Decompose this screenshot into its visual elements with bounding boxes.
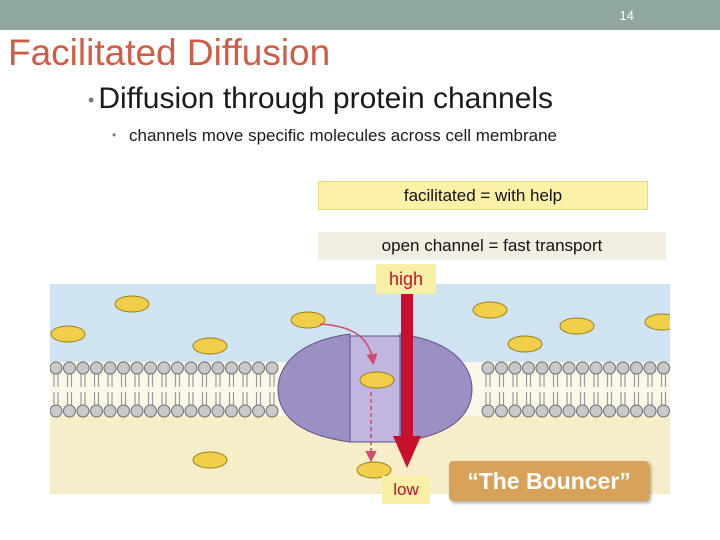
lipid-head — [158, 362, 170, 374]
lipid-head — [185, 362, 197, 374]
lipid-head — [482, 362, 494, 374]
lipid-head — [226, 362, 238, 374]
lipid-head — [617, 362, 629, 374]
lipid-head — [64, 405, 76, 417]
lipid-head — [590, 405, 602, 417]
lipid-head — [563, 405, 575, 417]
lipid-head — [239, 405, 251, 417]
lipid-head — [266, 362, 278, 374]
lipid-head — [145, 405, 157, 417]
lipid-head — [64, 362, 76, 374]
molecule — [193, 452, 227, 468]
lipid-head — [496, 405, 508, 417]
bullet-dot-icon: • — [112, 124, 116, 146]
molecule — [291, 312, 325, 328]
lipid-head — [617, 405, 629, 417]
lipid-head — [253, 362, 265, 374]
open-channel-label: open channel = fast transport — [318, 232, 666, 260]
lipid-head — [104, 362, 116, 374]
lipid-head — [131, 362, 143, 374]
lipid-head — [496, 362, 508, 374]
lipid-head — [172, 405, 184, 417]
top-bar: 14 — [0, 0, 720, 30]
lipid-head — [590, 362, 602, 374]
molecule — [115, 296, 149, 312]
lipid-head — [50, 362, 62, 374]
lipid-head — [604, 362, 616, 374]
lipid-head — [226, 405, 238, 417]
lipid-head — [577, 405, 589, 417]
lipid-head — [658, 362, 670, 374]
lipid-head — [523, 362, 535, 374]
lipid-head — [536, 362, 548, 374]
lipid-head — [482, 405, 494, 417]
bullet-text: Diffusion through protein channels — [98, 82, 553, 115]
lipid-head — [658, 405, 670, 417]
high-label: high — [376, 264, 436, 294]
lipid-head — [131, 405, 143, 417]
bullet-text: channels move specific molecules across … — [112, 125, 572, 147]
lipid-head — [550, 405, 562, 417]
lipid-head — [523, 405, 535, 417]
channel-pore — [350, 336, 400, 442]
lipid-head — [577, 362, 589, 374]
lipid-head — [253, 405, 265, 417]
lipid-head — [185, 405, 197, 417]
bullet-level-2: •channels move specific molecules across… — [112, 125, 572, 147]
lipid-head — [77, 362, 89, 374]
lipid-head — [509, 362, 521, 374]
low-label: low — [382, 476, 430, 504]
bouncer-label: “The Bouncer” — [449, 461, 649, 501]
lipid-head — [77, 405, 89, 417]
bullet-level-1: •Diffusion through protein channels — [88, 82, 553, 116]
lipid-head — [536, 405, 548, 417]
lipid-head — [239, 362, 251, 374]
molecule — [473, 302, 507, 318]
gradient-arrow-shaft — [401, 284, 413, 436]
molecule — [508, 336, 542, 352]
lipid-head — [266, 405, 278, 417]
lipid-head — [104, 405, 116, 417]
lipid-head — [631, 405, 643, 417]
lipid-head — [50, 405, 62, 417]
molecule — [193, 338, 227, 354]
page-number: 14 — [620, 8, 634, 23]
lipid-head — [158, 405, 170, 417]
lipid-head — [199, 362, 211, 374]
lipid-head — [212, 405, 224, 417]
lipid-head — [91, 405, 103, 417]
lipid-head — [118, 362, 130, 374]
lipid-head — [644, 362, 656, 374]
molecule — [360, 372, 394, 388]
molecule — [51, 326, 85, 342]
lipid-head — [563, 362, 575, 374]
lipid-head — [509, 405, 521, 417]
bullet-dot-icon: • — [88, 90, 94, 110]
lipid-head — [145, 362, 157, 374]
lipid-head — [199, 405, 211, 417]
lipid-head — [172, 362, 184, 374]
facilitated-label: facilitated = with help — [318, 181, 648, 210]
lipid-head — [212, 362, 224, 374]
molecule — [560, 318, 594, 334]
lipid-head — [631, 362, 643, 374]
lipid-head — [91, 362, 103, 374]
lipid-head — [604, 405, 616, 417]
lipid-head — [118, 405, 130, 417]
lipid-head — [644, 405, 656, 417]
lipid-head — [550, 362, 562, 374]
slide-title: Facilitated Diffusion — [8, 32, 330, 74]
